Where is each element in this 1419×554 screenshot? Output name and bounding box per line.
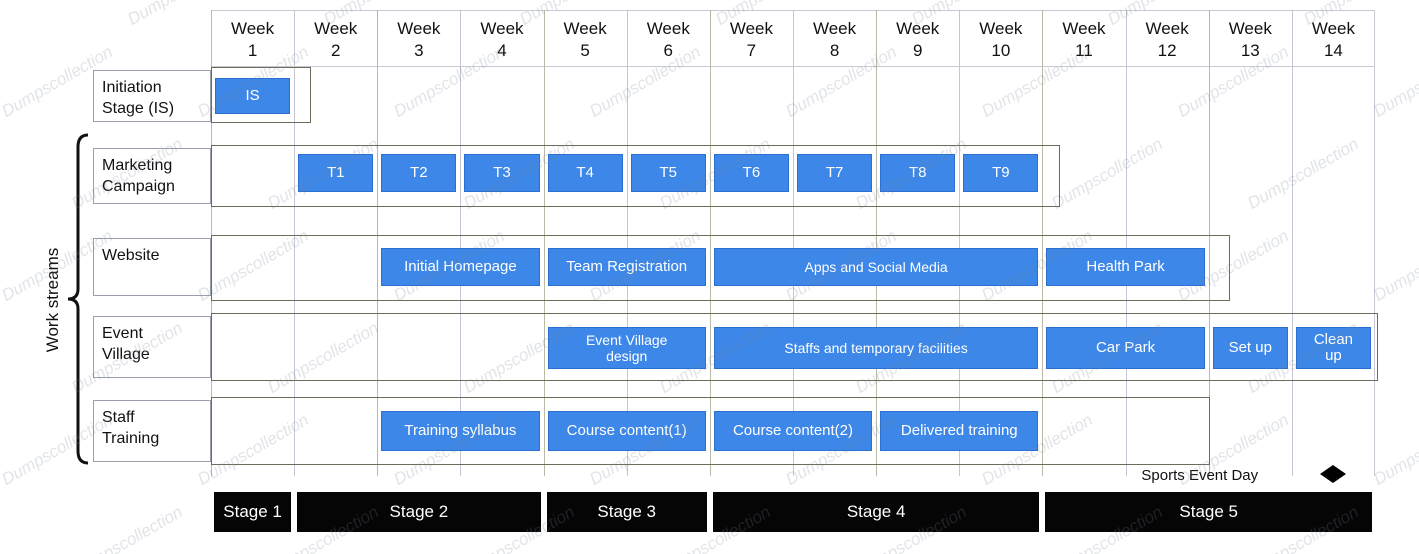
milestone-diamond-bottom [1320,474,1347,483]
task-bar[interactable]: T8 [880,154,956,192]
week-header-number: 11 [1075,41,1093,60]
task-bar[interactable]: Event Village design [547,327,706,369]
row-label-1: Marketing Campaign [93,148,211,204]
milestone-diamond-top [1320,465,1347,474]
stage-block-4[interactable]: Stage 4 [712,492,1040,532]
grid-line-week-6 [627,10,628,476]
week-header-10: Week 10 [959,18,1042,64]
week-header-unit: Week [1062,19,1106,38]
task-bar[interactable]: T2 [381,154,457,192]
week-header-number: 13 [1240,41,1260,60]
week-header-4: Week 4 [460,18,543,64]
row-label-3: Event Village [93,316,211,378]
grid-line-week-14 [1292,10,1293,476]
week-header-number: 9 [912,41,923,60]
week-header-number: 12 [1157,41,1177,60]
week-header-number: 14 [1323,41,1343,60]
stage-block-2[interactable]: Stage 2 [297,492,541,532]
week-header-number: 10 [991,41,1011,60]
week-header-number: 6 [663,41,673,60]
week-header-unit: Week [1311,19,1355,38]
week-header-number: 2 [330,41,341,60]
row-label-4: Staff Training [93,400,211,462]
task-bar[interactable]: T1 [298,154,374,192]
week-header-unit: Week [812,19,857,38]
row-label-2: Website [93,238,211,296]
week-header-unit: Week [314,19,358,38]
week-header-unit: Week [896,19,940,38]
grid-line-week-4 [460,10,461,476]
task-bar[interactable]: Team Registration [547,248,706,286]
week-header-1: Week 1 [211,18,294,64]
row-band-1 [211,145,1060,207]
grid-line-week-13 [1209,10,1210,476]
stage-block-3[interactable]: Stage 3 [546,492,707,532]
task-bar[interactable]: Set up [1212,327,1288,369]
week-header-2: Week 2 [294,18,377,64]
grid-line-week-9 [876,10,877,476]
task-bar[interactable]: Course content(1) [547,411,706,451]
stage-block-1[interactable]: Stage 1 [214,492,292,532]
week-header-unit: Week [397,19,441,38]
task-bar[interactable]: Training syllabus [381,411,540,451]
task-bar[interactable]: T3 [464,154,540,192]
week-header-number: 1 [247,41,258,60]
week-header-7: Week 7 [710,18,793,64]
grid-line-week-7 [710,10,711,476]
work-streams-axis-label: Work streams [43,247,62,353]
week-header-number: 7 [746,41,757,60]
week-header-9: Week 9 [876,18,959,64]
week-header-13: Week 13 [1209,18,1292,64]
week-header-8: Week 8 [793,18,876,64]
week-header-12: Week 12 [1126,18,1209,64]
week-header-11: Week 11 [1042,18,1125,64]
work-streams-bracket [66,133,90,465]
row-band-4 [211,397,1210,465]
grid-line-week-2 [294,10,295,476]
task-bar[interactable]: T7 [797,154,873,192]
row-label-0: Initiation Stage (IS) [93,70,211,122]
task-bar[interactable]: Initial Homepage [381,248,540,286]
grid-line-week-10 [959,10,960,476]
grid-line-week-3 [377,10,378,476]
task-bar[interactable]: T5 [630,154,706,192]
week-header-number: 4 [497,41,507,60]
row-band-0 [211,67,311,123]
week-header-6: Week 6 [627,18,710,64]
week-header-unit: Week [563,19,607,38]
week-header-unit: Week [1145,19,1189,38]
week-header-number: 5 [580,41,590,60]
task-bar[interactable]: Clean up [1295,327,1371,369]
grid-line-week-8 [793,10,794,476]
milestone-label: Sports Event Day [1141,467,1259,484]
task-bar[interactable]: T9 [963,154,1039,192]
grid-line-week-12 [1126,10,1127,476]
week-header-3: Week 3 [377,18,460,64]
week-header-5: Week 5 [544,18,627,64]
task-bar[interactable]: Car Park [1046,327,1205,369]
task-bar[interactable]: T4 [547,154,623,192]
week-header-number: 8 [829,41,840,60]
week-header-unit: Week [230,19,275,38]
week-header-unit: Week [646,19,690,38]
task-bar[interactable]: Health Park [1046,248,1205,286]
task-bar[interactable]: T6 [713,154,789,192]
row-band-3 [211,313,1378,381]
task-bar[interactable]: IS [215,78,291,114]
row-band-2 [211,235,1230,301]
week-header-unit: Week [1228,19,1272,38]
task-bar[interactable]: Apps and Social Media [713,248,1039,286]
week-header-number: 3 [414,41,424,60]
task-bar[interactable]: Course content(2) [713,411,873,451]
grid-line-week-11 [1042,10,1043,476]
grid-line-week-5 [544,10,545,476]
week-header-unit: Week [979,19,1023,38]
week-header-14: Week 14 [1292,18,1375,64]
week-header-unit: Week [729,19,773,38]
task-bar[interactable]: Delivered training [880,411,1039,451]
week-header-unit: Week [480,19,524,38]
stage-block-5[interactable]: Stage 5 [1045,492,1372,532]
task-bar[interactable]: Staffs and temporary facilities [713,327,1039,369]
